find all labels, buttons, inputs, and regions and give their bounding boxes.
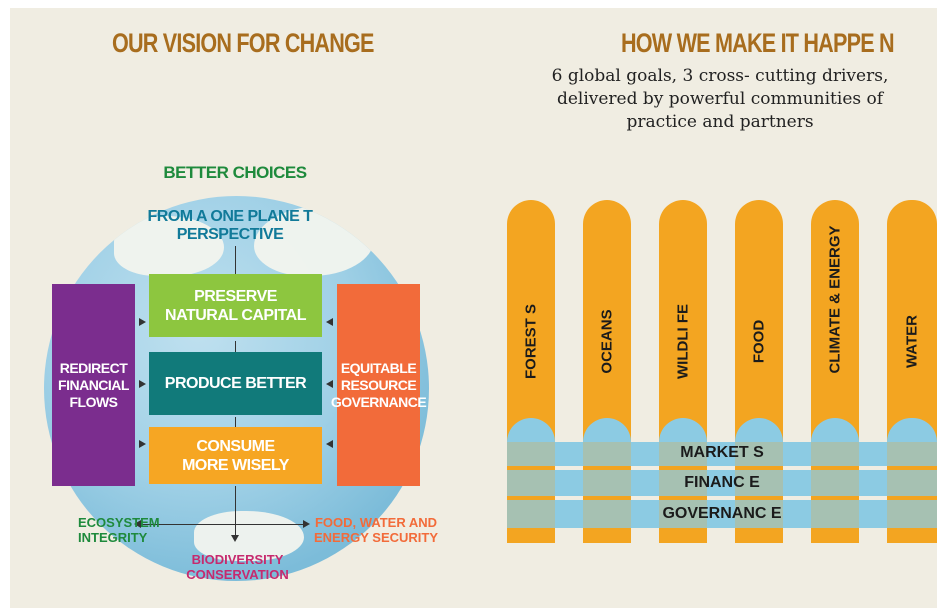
land-shape [194, 511, 304, 561]
goal-label-climate-energy: CLIMATE & ENERGY [826, 225, 844, 374]
equitable-line-2: RESOURCE [340, 376, 417, 393]
how-heading: HOW WE MAKE IT HAPPE N [621, 28, 895, 58]
food-line-1: FOOD, WATER AND [314, 515, 438, 530]
arrow-left [326, 318, 333, 326]
goal-label-wildlife: WILDLI FE [674, 304, 692, 379]
consume-line-2: MORE WISELY [182, 456, 289, 474]
connector-line [235, 417, 236, 429]
consume-more-wisely-box: CONSUME MORE WISELY [149, 427, 322, 484]
produce-better-box: PRODUCE BETTER [149, 352, 322, 415]
band-overlay [659, 442, 707, 528]
preserve-line-1: PRESERVE [194, 287, 277, 305]
equitable-resource-governance-box: EQUITABLE RESOURCE GOVERNANCE [331, 284, 427, 486]
arrow-right [139, 380, 146, 388]
band-overlay [735, 442, 783, 528]
driver-label-finance: FINANC E [684, 474, 760, 491]
subtitle-line-2: delivered by powerful communities of [556, 89, 884, 109]
food-line-2: ENERGY SECURITY [314, 530, 439, 545]
vision-heading: OUR VISION FOR CHANGE [112, 28, 374, 58]
driver-label-markets: MARKET S [680, 444, 764, 461]
land-shape [114, 216, 224, 276]
how-subtitle: 6 global goals, 3 cross- cutting drivers… [505, 65, 935, 134]
goal-label-oceans: OCEANS [598, 309, 616, 374]
arrow-left [134, 520, 141, 528]
ecosystem-line-2: INTEGRITY [78, 530, 148, 545]
subtitle-line-3: practice and partners [626, 112, 814, 132]
infographic-panel: OUR VISION FOR CHANGE HOW WE MAKE IT HAP… [10, 8, 937, 608]
band-overlay [507, 442, 555, 528]
arrow-right [303, 520, 310, 528]
perspective-line-1: FROM A ONE PLANE T [147, 208, 313, 225]
connector-line [235, 341, 236, 353]
biodiversity-line-1: BIODIVERSITY [191, 552, 284, 567]
driver-band-finance [507, 470, 937, 496]
preserve-natural-capital-box: PRESERVE NATURAL CAPITAL [149, 274, 322, 337]
biodiversity-conservation-label: BIODIVERSITY CONSERVATION [180, 552, 295, 582]
driver-label-governance: GOVERNANC E [662, 505, 782, 522]
arrow-right [139, 318, 146, 326]
equitable-line-3: GOVERNANCE [330, 393, 427, 410]
biodiversity-line-2: CONSERVATION [186, 567, 289, 582]
land-shape [254, 206, 374, 276]
food-water-energy-label: FOOD, WATER AND ENERGY SECURITY [314, 515, 438, 545]
perspective-label: FROM A ONE PLANE T PERSPECTIVE [130, 208, 330, 244]
redirect-line-2: FINANCIAL [58, 376, 129, 393]
arrow-right [139, 440, 146, 448]
preserve-line-2: NATURAL CAPITAL [165, 306, 306, 324]
band-overlay [811, 442, 859, 528]
redirect-financial-flows-box: REDIRECT FINANCIAL FLOWS [52, 284, 135, 486]
better-choices-label: BETTER CHOICES [163, 163, 307, 182]
redirect-line-3: FLOWS [69, 393, 118, 410]
arrow-left [326, 380, 333, 388]
band-overlay [583, 442, 631, 528]
equitable-line-1: EQUITABLE [340, 359, 417, 376]
perspective-line-2: PERSPECTIVE [176, 226, 284, 243]
produce-label: PRODUCE BETTER [164, 375, 307, 392]
subtitle-line-1: 6 global goals, 3 cross- cutting drivers… [551, 66, 889, 86]
goal-label-water: WATER [903, 314, 921, 369]
redirect-line-1: REDIRECT [59, 359, 128, 376]
ecosystem-line-1: ECOSYSTEM [78, 515, 160, 530]
arrow-left [326, 440, 333, 448]
connector-line [235, 246, 236, 281]
consume-line-1: CONSUME [196, 437, 275, 455]
driver-band-governance [507, 500, 937, 528]
goal-label-food: FOOD [750, 319, 768, 364]
ecosystem-integrity-label: ECOSYSTEM INTEGRITY [78, 515, 160, 545]
connector-line [235, 486, 236, 536]
band-overlay [887, 442, 937, 528]
goal-label-forests: FOREST S [522, 304, 540, 380]
connector-line [140, 524, 305, 525]
arrow-down [231, 535, 239, 542]
driver-band-markets [507, 442, 937, 466]
